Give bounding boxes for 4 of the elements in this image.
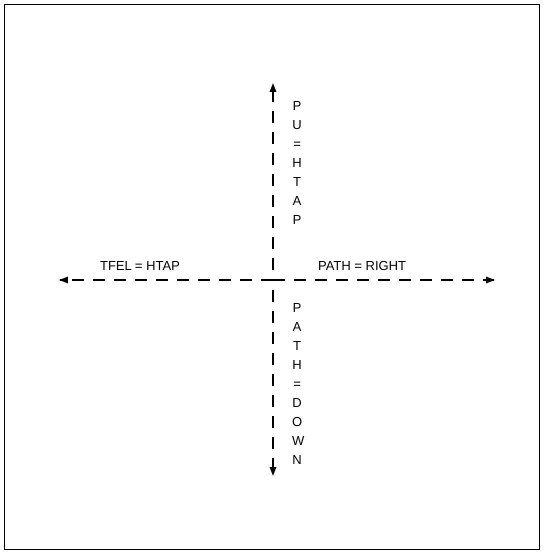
text-path-label: TFEL = HTAP <box>100 258 180 273</box>
text-path-label: PATH = RIGHT <box>318 258 406 273</box>
text-path-label: PU=HTAP <box>292 97 302 229</box>
text-path-label: PATH=DOWN <box>292 299 302 469</box>
